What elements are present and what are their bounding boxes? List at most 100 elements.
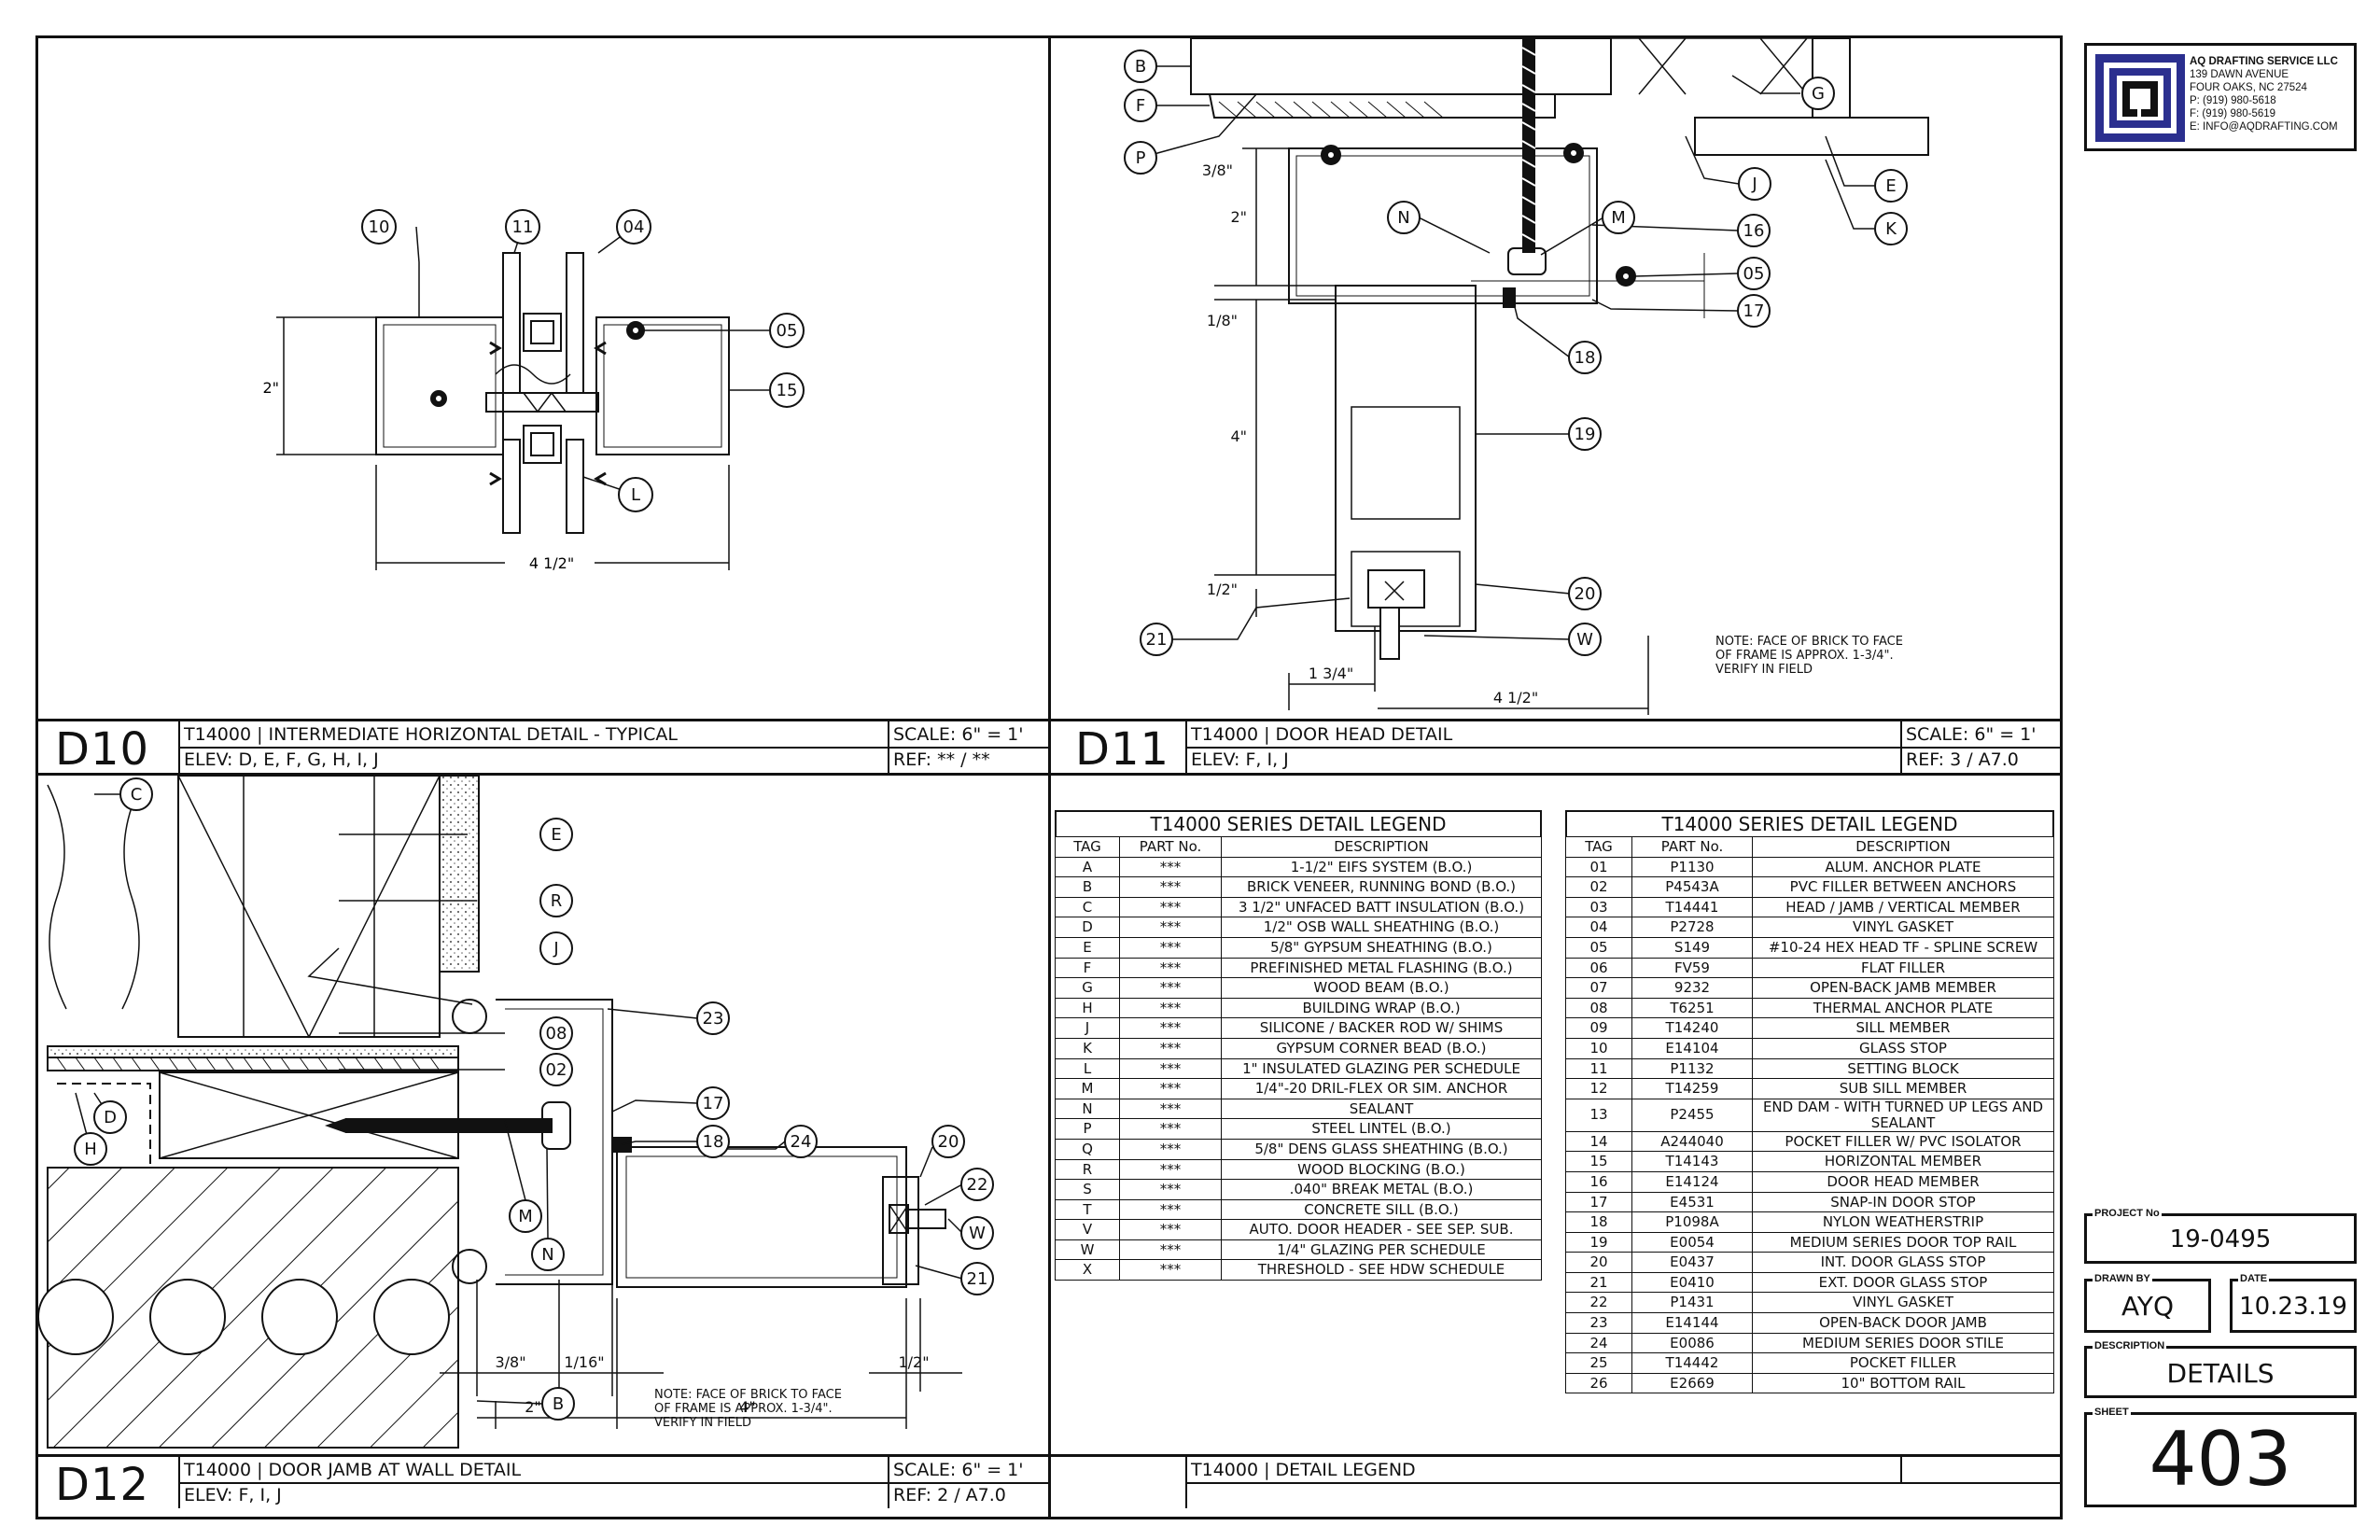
legend-tag-cell: E [1055, 936, 1120, 959]
legend-tag-cell: X [1055, 1259, 1120, 1281]
d12-tag: R [551, 891, 563, 911]
legend-row: R***WOOD BLOCKING (B.O.) [1055, 1158, 1542, 1181]
project-no-label: PROJECT No [2093, 1208, 2162, 1219]
legend-tag-cell: W [1055, 1239, 1120, 1261]
d10-tag: L [631, 485, 640, 505]
legend-tag-cell: F [1055, 957, 1120, 979]
legend-description-cell: GLASS STOP [1752, 1037, 2054, 1059]
legend-part-cell: S149 [1631, 936, 1753, 959]
legend-tag-cell: V [1055, 1219, 1120, 1240]
legend-tag-cell: R [1055, 1158, 1120, 1181]
d12-tag: W [969, 1224, 986, 1243]
legend-tag-cell: 25 [1565, 1352, 1632, 1374]
legend-tag-cell: 09 [1565, 1017, 1632, 1039]
legend-part-cell: E0054 [1631, 1231, 1753, 1253]
legend-part-cell: 9232 [1631, 977, 1753, 999]
legend-tag-cell: N [1055, 1098, 1120, 1120]
d10-ref: REF: ** / ** [893, 749, 990, 770]
legend-tag-cell: Q [1055, 1138, 1120, 1160]
legend-part-cell: *** [1119, 1239, 1222, 1261]
d11-tag: P [1136, 148, 1146, 168]
d10-frame-left [375, 316, 504, 455]
d10-id: D10 [55, 723, 150, 776]
legend-description-cell: MEDIUM SERIES DOOR TOP RAIL [1752, 1231, 2054, 1253]
detail-d11-drawing: 3/8" 2" 1/8" 4" 1/2" 1 3/4" 4 1/2" NOTE:… [1124, 38, 1929, 715]
legend-row: L***1" INSULATED GLAZING PER SCHEDULE [1055, 1057, 1542, 1080]
legend-part-cell: *** [1119, 977, 1222, 999]
d11-title: T14000 | DOOR HEAD DETAIL [1191, 724, 1453, 745]
legend-part-cell: *** [1119, 1179, 1222, 1200]
legend-description-cell: GYPSUM CORNER BEAD (B.O.) [1221, 1037, 1542, 1059]
legend-tag-cell: 17 [1565, 1191, 1632, 1213]
d12-elev: ELEV: F, I, J [184, 1485, 282, 1505]
legend-part-cell: A244040 [1631, 1130, 1753, 1153]
legend-description-cell: DOOR HEAD MEMBER [1752, 1170, 2054, 1193]
d11-dim: 2" [1230, 208, 1247, 226]
sheet-number: 403 [2149, 1416, 2292, 1503]
company-address1: 139 DAWN AVENUE [2190, 69, 2289, 80]
legend-tag-cell: 05 [1565, 936, 1632, 959]
drawn-by-label: DRAWN BY [2093, 1273, 2152, 1284]
legend-description-cell: 5/8" DENS GLASS SHEATHING (B.O.) [1221, 1138, 1542, 1160]
d10-dim-height: 2" [262, 379, 279, 397]
legend-part-cell: *** [1119, 1118, 1222, 1140]
legend-part-cell: *** [1119, 1198, 1222, 1221]
d12-tag: B [553, 1394, 564, 1414]
legend-tag-cell: 21 [1565, 1271, 1632, 1294]
legend-tag-cell: 22 [1565, 1292, 1632, 1314]
legend-tag-cell: 07 [1565, 977, 1632, 999]
legend-description-cell: THRESHOLD - SEE HDW SCHEDULE [1221, 1259, 1542, 1281]
legend-tag-cell: 16 [1565, 1170, 1632, 1193]
legend-table-left: T14000 SERIES DETAIL LEGEND TAG PART No.… [1055, 810, 1542, 1281]
legend-tag-cell: 10 [1565, 1037, 1632, 1059]
d12-tag: 20 [938, 1132, 959, 1152]
legend-description-cell: STEEL LINTEL (B.O.) [1221, 1118, 1542, 1140]
d10-title: T14000 | INTERMEDIATE HORIZONTAL DETAIL … [184, 724, 678, 745]
legend-description-cell: 10" BOTTOM RAIL [1752, 1372, 2054, 1394]
d12-dim: 1/16" [564, 1353, 604, 1371]
legend-row: J***SILICONE / BACKER ROD W/ SHIMS [1055, 1017, 1542, 1039]
legend-part-cell: E4531 [1631, 1191, 1753, 1213]
description: DETAILS [2166, 1358, 2275, 1389]
legend-description-cell: 5/8" GYPSUM SHEATHING (B.O.) [1221, 936, 1542, 959]
d10-tag: 04 [623, 217, 645, 237]
legend-tag-cell: 15 [1565, 1151, 1632, 1172]
legend-tag-cell: 06 [1565, 957, 1632, 979]
company-block: AQ DRAFTING SERVICE LLC 139 DAWN AVENUE … [2084, 43, 2357, 151]
d10-frame-right [595, 316, 730, 455]
d12-wood-blocking [159, 1071, 459, 1159]
d10-tag: 10 [369, 217, 390, 237]
legend-description-cell: HEAD / JAMB / VERTICAL MEMBER [1752, 896, 2054, 918]
drawn-by: AYQ [2121, 1291, 2175, 1322]
date-box: DATE 10.23.19 [2230, 1273, 2357, 1333]
legend-part-cell: T14442 [1631, 1352, 1753, 1374]
legend-part-cell: *** [1119, 1219, 1222, 1240]
legend-tag-cell: B [1055, 876, 1120, 898]
d12-tag: C [131, 785, 143, 805]
d11-tag: N [1397, 208, 1409, 228]
d10-glass-upper [502, 252, 521, 394]
legend-part-cell: *** [1119, 1057, 1222, 1080]
detail-d10-drawing: 2" 4 1/2" 10 11 04 05 15 L [244, 209, 805, 572]
d11-tag: 19 [1575, 425, 1596, 444]
legend-description-cell: CONCRETE SILL (B.O.) [1221, 1198, 1542, 1221]
legend-right-title: T14000 SERIES DETAIL LEGEND [1565, 810, 2054, 836]
legend-table-right: T14000 SERIES DETAIL LEGEND TAG PART No.… [1565, 810, 2054, 1394]
legend-description-cell: PREFINISHED METAL FLASHING (B.O.) [1221, 957, 1542, 979]
d11-tag: 21 [1146, 630, 1168, 650]
d11-tag: K [1885, 219, 1897, 239]
d12-tag: 18 [703, 1132, 724, 1152]
drawn-by-box: DRAWN BY AYQ [2084, 1273, 2211, 1333]
legend-description-cell: END DAM - WITH TURNED UP LEGS AND SEALAN… [1752, 1098, 2054, 1132]
legend-part-cell: P2455 [1631, 1098, 1753, 1132]
d10-tag: 05 [777, 321, 798, 341]
legend-description-cell: SUB SILL MEMBER [1752, 1078, 2054, 1099]
d11-wood-beam [1611, 38, 1816, 95]
